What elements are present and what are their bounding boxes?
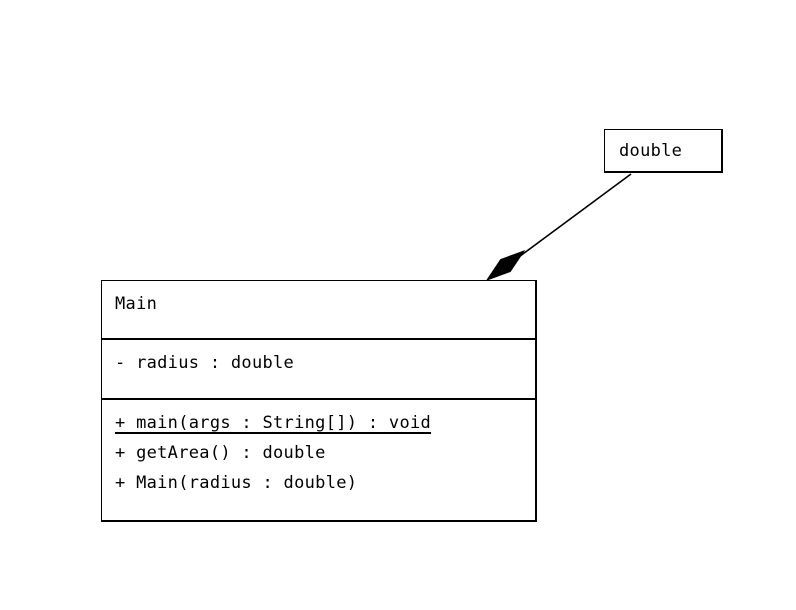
association-line [507, 173, 632, 266]
class-node-double: double [604, 129, 723, 173]
type-name: double [619, 140, 683, 161]
class-name: Main [115, 294, 158, 314]
method-line-constructor: + Main(radius : double) [115, 473, 358, 493]
attributes-compartment: - radius : double [102, 340, 535, 400]
composition-diamond-icon [485, 250, 526, 281]
class-name-compartment: Main [102, 281, 535, 340]
method-line-getarea: + getArea() : double [115, 443, 326, 463]
methods-compartment: + main(args : String[]) : void + getArea… [102, 400, 535, 519]
attribute-line: - radius : double [115, 353, 295, 373]
class-node-main: Main - radius : double + main(args : Str… [101, 280, 537, 522]
method-line-main: + main(args : String[]) : void [115, 413, 432, 433]
